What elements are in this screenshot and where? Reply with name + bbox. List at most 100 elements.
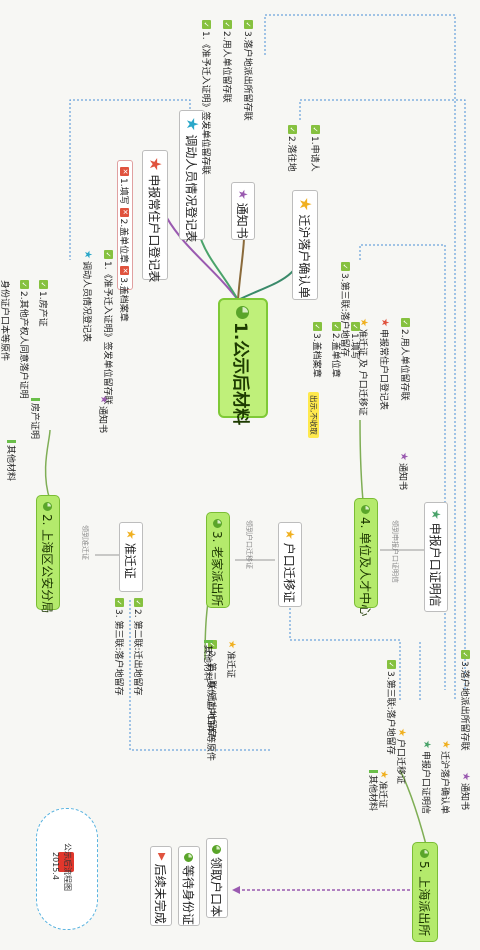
center-label: 1.公示后材料 xyxy=(230,322,251,426)
check-icon: ✓ xyxy=(461,650,470,659)
progress-icon xyxy=(213,519,223,528)
police-item: 其他材料 xyxy=(5,445,15,482)
confirm-title: 迁沪落户确认单 xyxy=(297,214,312,299)
star-icon: ★ xyxy=(82,250,94,259)
check-icon: ✓ xyxy=(311,125,320,134)
hub-label: 2. 上海区公安分局 xyxy=(40,514,55,614)
check-icon: ✓ xyxy=(313,322,322,331)
permit-item: 2. 第二联:迁出地留存 xyxy=(132,609,142,696)
migration-item: 准迁证 xyxy=(225,650,235,678)
check-icon: ✓ xyxy=(351,322,360,331)
bar-icon xyxy=(369,770,378,773)
letter-title: 申报户口证明信 xyxy=(428,522,443,607)
check-icon: ✓ xyxy=(288,125,297,134)
shanghai-police-property: 房产证明 xyxy=(29,398,42,439)
migration-item: 其他材料 xyxy=(202,645,212,682)
station-item: 通知书 xyxy=(459,782,469,810)
employer-item: 通知书 xyxy=(397,462,407,490)
check-icon: ✓ xyxy=(115,598,124,607)
cross-icon: ✕ xyxy=(120,207,130,217)
between-label-a: 领到准迁证 xyxy=(81,525,89,560)
notice-title: 通知书 xyxy=(235,202,250,239)
police-item: 调动人员情况登记表 xyxy=(81,260,91,342)
station-item: 3.落户地派出所留存联 xyxy=(459,661,469,751)
letter-node[interactable]: ★ 申报户口证明信 xyxy=(424,502,448,612)
star-icon: ★ xyxy=(124,529,138,540)
employer-inner-items: ✓1.填写 ✓2.盖单位章 ✓3.盖档案章 xyxy=(311,322,362,378)
result-pending[interactable]: ▶ 后续未完成 xyxy=(150,846,172,926)
shanghai-police-upper: ✓ 1.《准予迁入证明》签发单位留存联 ★调动人员情况登记表 xyxy=(81,250,115,405)
police-item: 1.房产证 xyxy=(37,291,47,327)
tag-label: 出示,不收取 xyxy=(308,392,319,438)
progress-icon xyxy=(361,505,371,514)
confirm-items: ✓1.申请人 ✓2.落往地 xyxy=(286,125,322,172)
star-icon: ★ xyxy=(378,770,390,779)
report-form-item: 2.盖单位章 xyxy=(118,218,129,264)
employer-notice: ★通知书 xyxy=(397,452,410,490)
station-item: 其他材料 xyxy=(367,775,377,812)
bar-icon xyxy=(204,640,213,643)
star-icon: ★ xyxy=(429,509,443,520)
talent-form-item: 2.用人单位留存联 xyxy=(221,31,231,103)
permit-item: 3. 第三联:落户地留存 xyxy=(113,609,123,696)
star-icon: ★ xyxy=(146,157,165,172)
employer-item: 申报常住户口登记表 xyxy=(378,328,388,410)
check-icon: ✓ xyxy=(20,280,29,289)
report-form-title: 申报常住户口登记表 xyxy=(147,174,162,283)
migration-node[interactable]: ★ 户口迁移证 xyxy=(278,522,302,607)
star-icon: ★ xyxy=(283,529,297,540)
confirm-node[interactable]: ★ 迁沪落户确认单 xyxy=(292,190,318,300)
star-icon: ★ xyxy=(226,640,238,649)
police-item: 1.《准予迁入证明》签发单位留存联 xyxy=(102,261,112,405)
check-icon: ✓ xyxy=(244,20,253,29)
employer-tag: 出示,不收取 xyxy=(307,392,326,438)
hub-shanghai-station[interactable]: 5. 上海派出所 xyxy=(412,842,438,942)
station-item: 3.第三联:落户地留存 xyxy=(385,671,395,755)
police-item: 房产证明 xyxy=(29,403,39,440)
center-node[interactable]: 1.公示后材料 xyxy=(218,298,268,425)
star-icon: ★ xyxy=(421,740,433,749)
play-icon: ▶ xyxy=(156,853,167,861)
police-item: 通知书 xyxy=(97,405,107,433)
result-wait-id[interactable]: 等待身份证 xyxy=(178,846,200,926)
police-item: 2.其他产权人同意落户证明 xyxy=(18,291,28,399)
shanghai-police-lower: ✓1.房产证 ✓2.其他产权人同意落户证明 身份证户口本等原件 xyxy=(0,280,50,399)
shanghai-police-notice: ★通知书 xyxy=(97,395,110,433)
station-upper: ✓ 3.落户地派出所留存联 xyxy=(459,650,472,751)
hub-hometown-police[interactable]: 3. 老家派出所 xyxy=(206,512,230,608)
star-icon: ★ xyxy=(396,728,408,737)
progress-icon xyxy=(184,853,194,862)
confirm-item: 2.落往地 xyxy=(286,136,296,172)
station-notice: ★通知书 xyxy=(459,772,472,810)
star-icon: ★ xyxy=(460,772,472,781)
check-icon: ✓ xyxy=(202,20,211,29)
report-form-items: ✕1.填写 ✕2.盖单位章 ✕3.盖档案章 xyxy=(117,160,133,322)
report-form-node[interactable]: ★ 申报常住户口登记表 xyxy=(142,150,168,283)
station-confirm: ★迁沪落户确认单 ★申报户口证明信 xyxy=(420,740,452,814)
star-icon: ★ xyxy=(183,117,202,132)
check-icon: ✓ xyxy=(104,250,113,259)
check-icon: ✓ xyxy=(401,318,410,327)
star-icon: ★ xyxy=(398,452,410,461)
migration-id: 身份证户口本等原件 xyxy=(205,680,218,761)
progress-icon xyxy=(420,849,430,858)
station-third: ✓3.第三联:落户地留存 xyxy=(385,660,398,755)
employer-inner-item: 1.填写 xyxy=(349,333,359,360)
result-label: 领取户口本 xyxy=(209,857,224,918)
station-item: 迁沪落户确认单 xyxy=(439,750,449,814)
check-icon: ✓ xyxy=(134,598,143,607)
permit-items: ✓ 2. 第二联:迁出地留存 ✓ 3. 第三联:落户地留存 xyxy=(113,598,145,695)
talent-form-item: 1.《准予迁入证明》签发单位留存联 xyxy=(200,31,210,175)
progress-icon xyxy=(212,845,222,854)
hub-shanghai-police[interactable]: 2. 上海区公安分局 xyxy=(36,495,60,614)
result-collect-hukou[interactable]: 领取户口本 xyxy=(206,838,228,918)
police-item: 身份证户口本等原件 xyxy=(0,280,9,362)
hub-employer[interactable]: 4. 单位及人才中心 xyxy=(354,498,378,616)
migration-item: 身份证户口本等原件 xyxy=(205,680,215,762)
permit-node[interactable]: ★ 准迁证 xyxy=(119,522,143,592)
star-icon: ★ xyxy=(296,197,315,212)
progress-icon xyxy=(236,306,250,319)
bar-icon xyxy=(7,440,16,443)
shanghai-police-other: 其他材料 xyxy=(5,440,18,481)
notice-node[interactable]: ★ 通知书 xyxy=(231,182,255,240)
